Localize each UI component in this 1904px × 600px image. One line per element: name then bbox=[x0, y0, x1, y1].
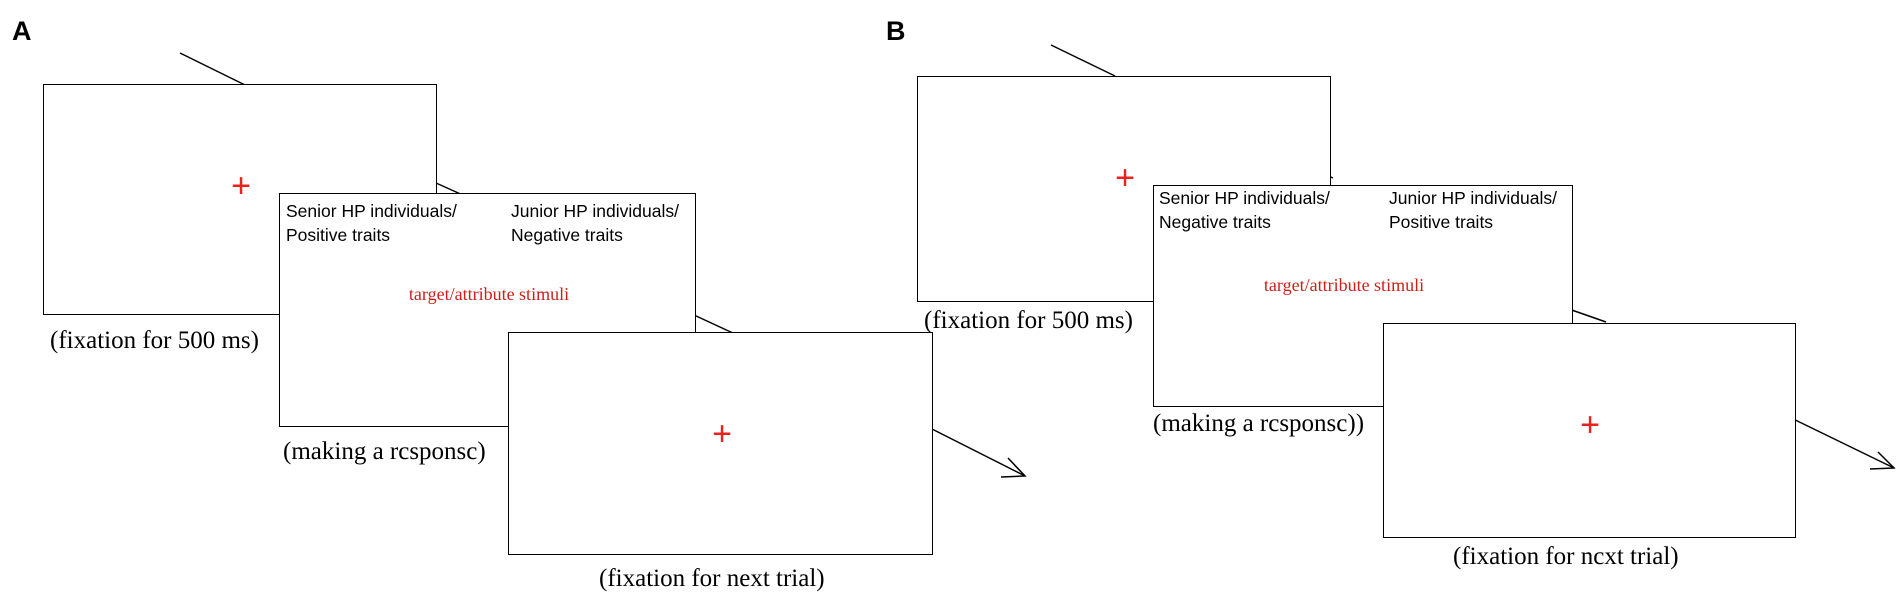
fixation-cross: + bbox=[712, 415, 732, 453]
right-category-label: Junior HP individuals/ Negative traits bbox=[511, 199, 679, 247]
left-category-line1: Senior HP individuals/ bbox=[1159, 188, 1330, 208]
panel-a-fixation-caption: (fixation for 500 ms) bbox=[50, 327, 259, 354]
right-category-line2: Negative traits bbox=[511, 225, 623, 245]
left-category-line2: Positive traits bbox=[286, 225, 391, 245]
left-category-line2: Negative traits bbox=[1159, 212, 1271, 232]
stimulus-text: target/attribute stimuli bbox=[408, 284, 570, 304]
panel-a-next-fixation-screen: + bbox=[508, 332, 933, 555]
right-category-line1: Junior HP individuals/ bbox=[511, 201, 679, 221]
timeline-arrow-a bbox=[929, 427, 1026, 477]
stimulus-text: target/attribute stimuli bbox=[1263, 275, 1425, 295]
right-category-line2: Positive traits bbox=[1389, 212, 1494, 232]
panel-b-letter: B bbox=[886, 16, 906, 46]
panel-a-response-caption: (making a rcsponsc) bbox=[283, 438, 486, 465]
panel-a-letter: A bbox=[12, 16, 32, 46]
left-category-label: Senior HP individuals/ Positive traits bbox=[286, 199, 457, 247]
panel-b-response-caption: (making a rcsponsc)) bbox=[1153, 410, 1365, 437]
timeline-line-a-2 bbox=[693, 314, 736, 335]
timeline-arrowhead-b bbox=[1869, 451, 1896, 470]
timeline-arrow-b bbox=[1784, 414, 1895, 469]
panel-b-next-caption: (fixation for ncxt trial) bbox=[1453, 543, 1679, 570]
right-category-line1: Junior HP individuals/ bbox=[1389, 188, 1557, 208]
fixation-cross: + bbox=[1580, 406, 1600, 444]
right-category-label: Junior HP individuals/ Positive traits bbox=[1389, 186, 1557, 234]
left-category-label: Senior HP individuals/ Negative traits bbox=[1159, 186, 1330, 234]
timeline-arrowhead-a bbox=[1000, 457, 1027, 478]
timeline-line-b-start bbox=[1050, 44, 1116, 77]
left-category-line1: Senior HP individuals/ bbox=[286, 201, 457, 221]
fixation-cross: + bbox=[231, 167, 251, 205]
panel-b-next-fixation-screen: + bbox=[1383, 323, 1796, 538]
panel-a-next-caption: (fixation for next trial) bbox=[599, 565, 825, 592]
timeline-line-a-start bbox=[179, 52, 246, 86]
fixation-cross: + bbox=[1115, 159, 1135, 197]
panel-b-fixation-caption: (fixation for 500 ms) bbox=[924, 307, 1133, 334]
